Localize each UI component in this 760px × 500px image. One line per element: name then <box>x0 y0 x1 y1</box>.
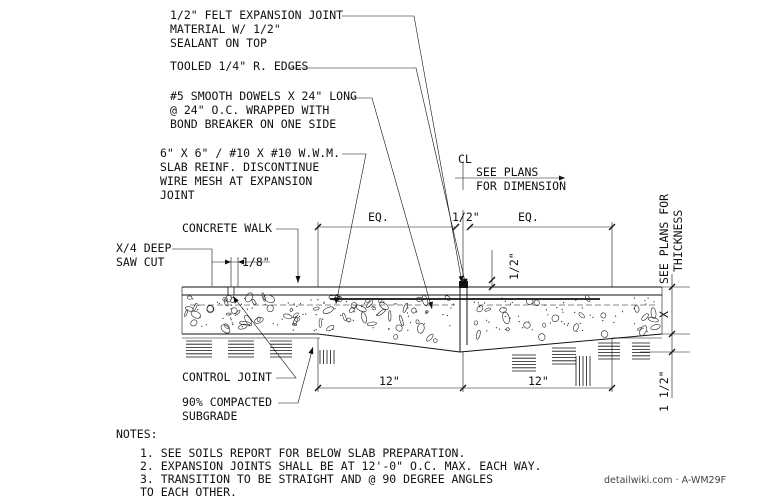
callout-subgrade-line1: 90% COMPACTED <box>182 395 272 409</box>
dim-half-inch-side-group: 1/2" <box>507 252 521 280</box>
callout-wwm-line1: 6" X 6" / #10 X #10 W.W.M. <box>160 146 340 160</box>
dim-x-group: X <box>657 311 671 318</box>
note-item: 3. TRANSITION TO BE STRAIGHT AND @ 90 DE… <box>140 472 493 486</box>
dim-one-and-half: 1 1/2" <box>657 370 671 412</box>
dim-eq-right: EQ. <box>518 210 539 224</box>
dim-one-half-group: 1 1/2" <box>657 370 671 412</box>
subgrade-hatch <box>186 340 650 386</box>
callout-dowels-line1: #5 SMOOTH DOWELS X 24" LONG <box>170 89 357 103</box>
callout-control-joint: CONTROL JOINT <box>182 370 272 384</box>
callout-dowels-line3: BOND BREAKER ON ONE SIDE <box>170 117 336 131</box>
callout-tooled-edges: TOOLED 1/4" R. EDGES <box>170 59 309 73</box>
callout-dowels-line2: @ 24" O.C. WRAPPED WITH <box>170 103 329 117</box>
callout-see-plans-dimension: SEE PLANS FOR DIMENSION <box>476 165 566 193</box>
dim-eq-left: EQ. <box>368 210 389 224</box>
aggregate-texture <box>184 292 661 343</box>
callout-thickness-line1: SEE PLANS FOR <box>657 194 671 284</box>
callout-felt-line2: MATERIAL W/ 1/2" <box>170 22 281 36</box>
callout-dowels: #5 SMOOTH DOWELS X 24" LONG @ 24" O.C. W… <box>170 89 357 131</box>
callout-wwm: 6" X 6" / #10 X #10 W.W.M. SLAB REINF. D… <box>160 146 340 202</box>
callout-eighth-inch: 1/8" <box>242 255 270 269</box>
callout-subgrade: 90% COMPACTED SUBGRADE <box>182 395 272 423</box>
leader-lines <box>172 15 468 404</box>
callout-thickness-line2: THICKNESS <box>671 210 685 272</box>
callout-felt-line1: 1/2" FELT EXPANSION JOINT <box>170 8 343 22</box>
callout-subgrade-line2: SUBGRADE <box>182 409 237 423</box>
expansion-joint <box>459 210 468 352</box>
dimension-lines <box>317 163 690 398</box>
dim-twelve-left: 12" <box>379 374 400 388</box>
callout-felt-line3: SEALANT ON TOP <box>170 36 267 50</box>
notes-heading: NOTES: <box>116 427 158 441</box>
callout-see-plans-line1: SEE PLANS <box>476 165 538 179</box>
callout-concrete-walk: CONCRETE WALK <box>182 221 272 235</box>
callout-wwm-line3: WIRE MESH AT EXPANSION <box>160 174 312 188</box>
dim-half-inch-side: 1/2" <box>507 252 521 280</box>
saw-cut <box>212 257 270 296</box>
note-item: 2. EXPANSION JOINTS SHALL BE AT 12'-0" O… <box>140 459 542 473</box>
dim-twelve-right: 12" <box>528 374 549 388</box>
callout-centerline: CL <box>458 152 472 166</box>
callout-wwm-line2: SLAB REINF. DISCONTINUE <box>160 160 319 174</box>
callout-see-plans-thickness: SEE PLANS FOR THICKNESS <box>657 194 685 284</box>
callout-saw-cut: X/4 DEEP SAW CUT <box>116 241 171 269</box>
note-item: 1. SEE SOILS REPORT FOR BELOW SLAB PREPA… <box>140 446 465 460</box>
watermark: detailwiki.com · A-WM29F <box>604 475 726 486</box>
callout-see-plans-line2: FOR DIMENSION <box>476 179 566 193</box>
callout-saw-cut-line2: SAW CUT <box>116 255 165 269</box>
callout-wwm-line4: JOINT <box>160 188 195 202</box>
dim-x-thickness: X <box>657 311 671 318</box>
note-item-continuation: TO EACH OTHER. <box>140 485 237 499</box>
dimension-ticks <box>314 223 676 392</box>
callout-felt-joint: 1/2" FELT EXPANSION JOINT MATERIAL W/ 1/… <box>170 8 343 50</box>
dim-half-inch-top: 1/2" <box>452 210 480 224</box>
callout-saw-cut-line1: X/4 DEEP <box>116 241 171 255</box>
notes-block: NOTES: 1. SEE SOILS REPORT FOR BELOW SLA… <box>116 427 542 499</box>
